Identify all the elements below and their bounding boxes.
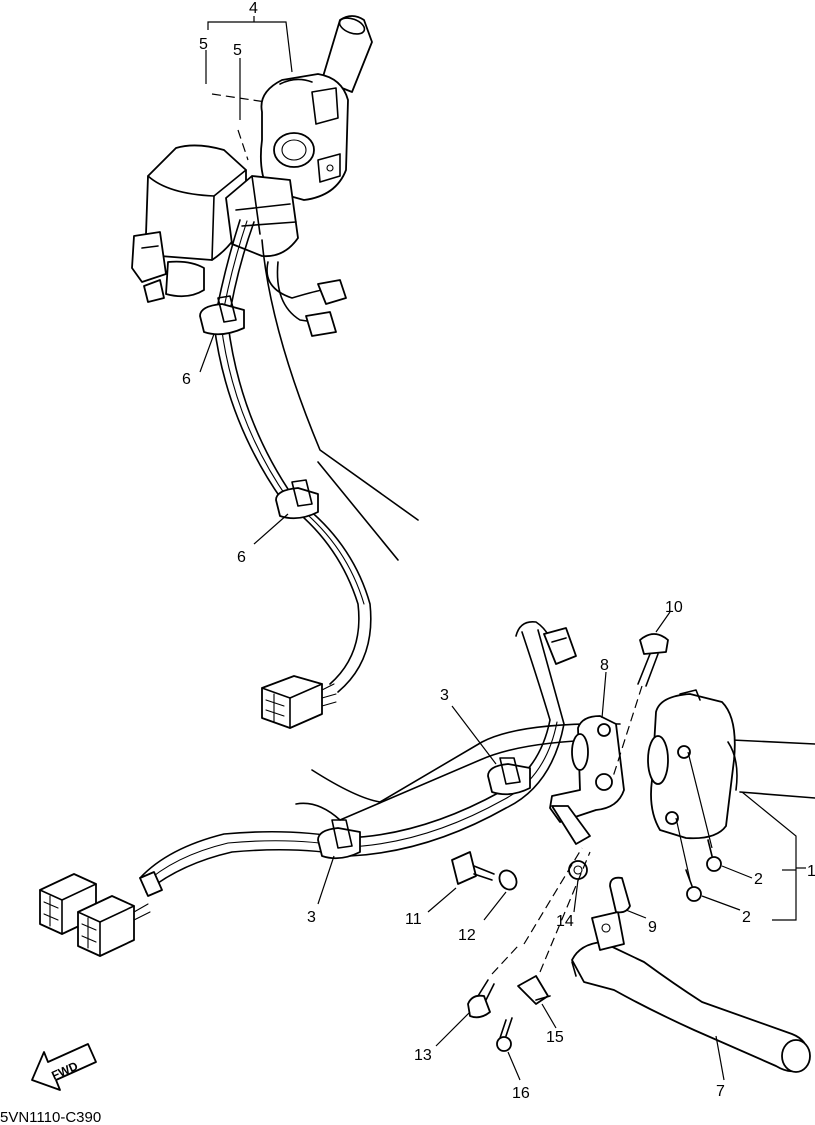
callout-1: 1	[807, 863, 815, 880]
callout-3-upper: 3	[440, 687, 449, 704]
left-handlebar-switch	[647, 689, 738, 840]
callout-5-left: 5	[199, 36, 208, 53]
wire-clamp-lower-1	[317, 819, 361, 860]
clutch-lever	[571, 911, 811, 1073]
callout-14: 14	[556, 913, 574, 930]
upper-branch-wires	[266, 261, 347, 337]
leader-lines	[199, 16, 806, 1081]
callout-13: 13	[414, 1047, 432, 1064]
upper-coupler	[261, 675, 337, 729]
wire-clamp-middle	[275, 479, 319, 520]
handlebar-tube-lower	[295, 723, 815, 821]
lower-branch-connector	[543, 627, 577, 665]
screws-2	[685, 839, 722, 902]
screw-16	[496, 1017, 513, 1052]
switch-boot-collar	[225, 175, 299, 258]
lower-coupler-right	[77, 895, 151, 957]
callout-6-upper: 6	[182, 371, 191, 388]
callout-12: 12	[458, 927, 476, 944]
fwd-arrow-icon: FWD	[31, 1043, 97, 1091]
callout-2-upper: 2	[754, 871, 763, 888]
callout-16: 16	[512, 1085, 530, 1102]
handlebar-grip-upper	[321, 15, 373, 93]
callout-5-right: 5	[233, 42, 242, 59]
callout-3-lower: 3	[307, 909, 316, 926]
start-relay-box	[131, 144, 247, 303]
callout-11: 11	[405, 911, 422, 928]
callout-labels: 4 5 5 6 6 10 8 3 3 1 2 2 11 12 14 9 13 1…	[182, 0, 815, 1102]
screw-10	[611, 633, 669, 781]
handlebar-switch-housing	[259, 73, 349, 201]
callout-7: 7	[716, 1083, 725, 1100]
callout-2-lower: 2	[742, 909, 751, 926]
callout-15: 15	[546, 1029, 564, 1046]
callout-6-lower: 6	[237, 549, 246, 566]
bolt-13	[467, 945, 519, 1019]
harness-sleeve	[139, 871, 163, 897]
diagram-code: 5VN1110-C390	[0, 1109, 101, 1125]
clutch-switch-15	[517, 975, 551, 1005]
wire-clamp-upper	[199, 295, 245, 336]
callout-9: 9	[648, 919, 657, 936]
upper-wire-harness	[213, 219, 372, 693]
callout-8: 8	[600, 657, 609, 674]
wire-clamp-lower-2	[487, 757, 531, 796]
bolt-11	[451, 851, 495, 885]
bushing-14	[568, 860, 588, 880]
spacer-9	[609, 876, 631, 914]
handlebar-tube-upper	[261, 239, 419, 561]
callout-10: 10	[665, 599, 683, 616]
clutch-lever-holder	[549, 715, 625, 845]
washer-12	[498, 869, 518, 891]
callout-4: 4	[249, 0, 258, 17]
